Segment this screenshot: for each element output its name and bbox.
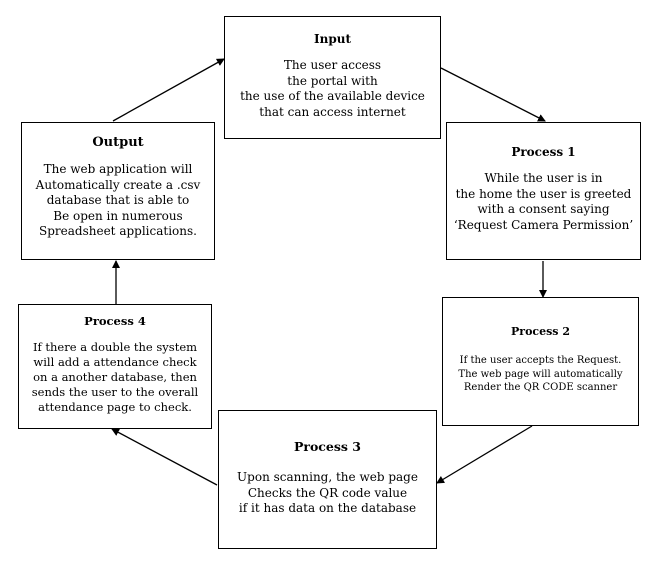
output-text: The web application will Automatically c… [35, 162, 201, 238]
arrow-process3-to-process4 [111, 428, 218, 486]
process1-box: Process 1 While the user is in the home … [446, 122, 641, 260]
input-box: Input The user access the portal with th… [224, 16, 441, 139]
process3-title: Process 3 [293, 439, 361, 454]
process4-box: Process 4 If there a double the system w… [18, 304, 212, 429]
process2-box: Process 2 If the user accepts the Reques… [442, 297, 639, 426]
output-title: Output [92, 135, 144, 150]
arrow-input-to-process1 [440, 67, 546, 122]
process1-title: Process 1 [511, 145, 576, 159]
arrow-output-to-input [112, 58, 225, 122]
input-title: Input [314, 32, 351, 46]
process3-box: Process 3 Upon scanning, the web page Ch… [218, 410, 437, 549]
input-text: The user access the portal with the use … [240, 58, 425, 119]
process4-text: If there a double the system will add a … [31, 340, 199, 414]
process3-text: Upon scanning, the web page Checks the Q… [237, 470, 418, 515]
process2-title: Process 2 [511, 325, 570, 338]
process1-text: While the user is in the home the user i… [453, 171, 634, 232]
process2-text: If the user accepts the Request. The web… [458, 355, 623, 393]
process4-title: Process 4 [84, 314, 146, 328]
output-box: Output The web application will Automati… [21, 122, 215, 260]
arrow-process2-to-process3 [436, 425, 533, 484]
